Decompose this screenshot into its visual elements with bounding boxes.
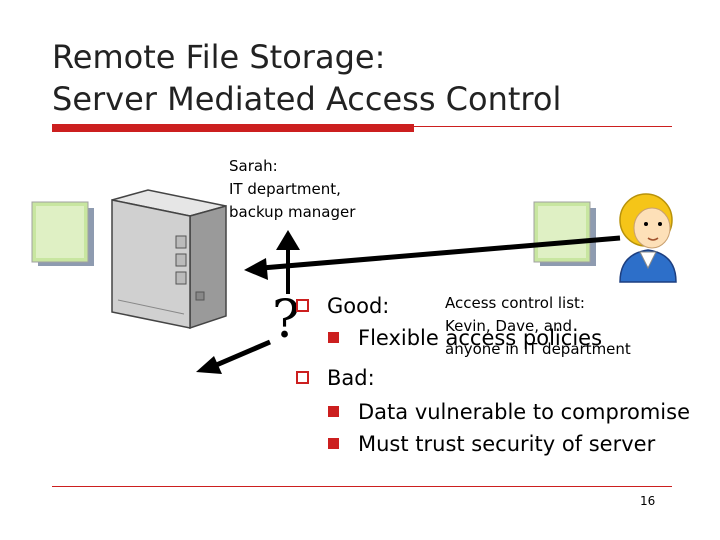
title-line-1: Remote File Storage:	[52, 38, 386, 76]
server-tower-icon	[111, 189, 227, 330]
bullet-good: Good:	[296, 290, 389, 322]
document-icon-right	[533, 201, 596, 266]
page-number: 16	[640, 494, 656, 508]
title-underline-bar	[52, 124, 414, 132]
bullet-bad: Bad:	[296, 362, 375, 394]
slide-title: Remote File Storage: Server Mediated Acc…	[52, 36, 561, 120]
question-mark: ?	[272, 290, 300, 350]
acl-line-3: anyone in IT department	[445, 340, 631, 358]
filled-square-bullet-icon	[328, 437, 339, 449]
bullet-vulnerable: Data vulnerable to compromise	[328, 396, 690, 428]
sarah-line-2: IT department,	[229, 180, 341, 198]
document-icon	[31, 201, 94, 266]
bullet-text: Bad:	[327, 366, 375, 390]
filled-square-bullet-icon	[328, 331, 339, 343]
bullet-text: Flexible access policies	[358, 326, 603, 350]
bullet-text: Data vulnerable to compromise	[358, 400, 690, 424]
sarah-line-1: Sarah:	[229, 157, 278, 175]
footer-rule	[52, 486, 672, 487]
bullet-text: Must trust security of server	[358, 432, 656, 456]
acl-line-1: Access control list:	[445, 294, 585, 312]
title-line-2: Server Mediated Access Control	[52, 80, 562, 118]
bullet-trust: Must trust security of server	[328, 428, 655, 460]
title-underline-rule	[414, 126, 672, 127]
acl-callout: Access control list: Kevin, Dave, and an…	[445, 292, 631, 361]
bullet-flexible: Flexible access policies	[328, 322, 602, 354]
sarah-line-3: backup manager	[229, 203, 356, 221]
hollow-square-bullet-icon	[296, 370, 309, 384]
hollow-square-bullet-icon	[296, 298, 309, 312]
sarah-callout: Sarah: IT department, backup manager	[229, 155, 355, 224]
bullet-text: Good:	[327, 294, 390, 318]
acl-line-2: Kevin, Dave, and	[445, 317, 573, 335]
filled-square-bullet-icon	[328, 405, 339, 417]
user-avatar-icon	[619, 193, 677, 283]
arrow-icon	[196, 230, 621, 374]
